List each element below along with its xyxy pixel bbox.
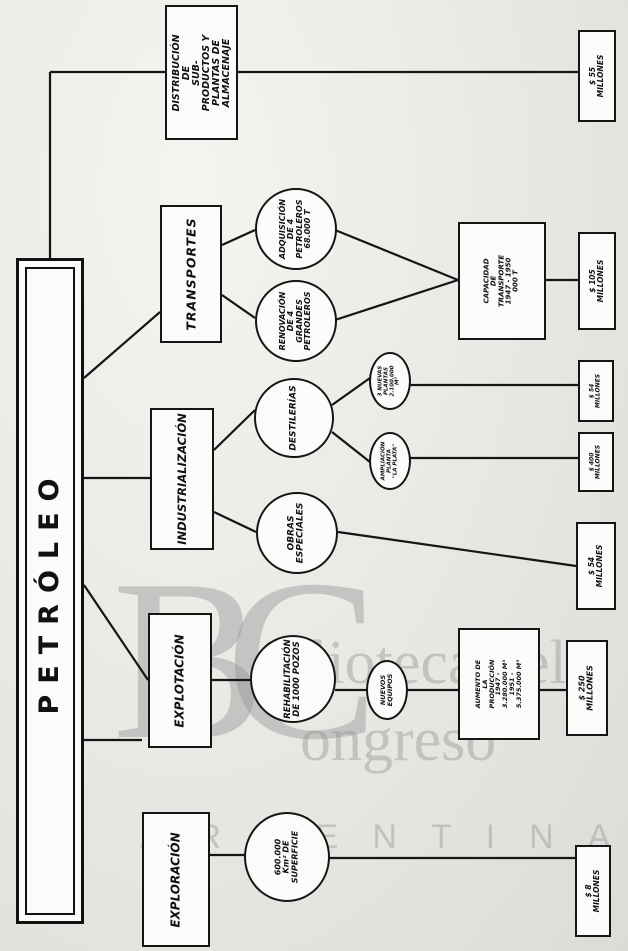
category-explotacion: EXPLOTACIÓN <box>148 613 212 748</box>
watermark-line3: ARGENTINA <box>140 818 628 856</box>
industrializacion-label: INDUSTRIALIZACIÓN <box>174 413 189 545</box>
amount-transportes: $ 105 MILLONES <box>578 232 616 330</box>
renovacion-label: RENOVACIÓN DE 4 GRANDES PETROLEROS <box>278 291 313 351</box>
node-capacidad: CAPACIDAD DE TRANSPORTE 1947 - 1950 000 … <box>458 222 546 340</box>
amount-ampliacion: $ 400 MILLONES <box>578 432 614 492</box>
amount-explotacion-label: $ 250 MILLONES <box>577 665 595 711</box>
node-nuevos-equipos: NUEVOS EQUIPOS <box>366 660 408 720</box>
exploracion-label: EXPLORACIÓN <box>168 831 183 928</box>
category-exploracion: EXPLORACIÓN <box>142 812 210 947</box>
node-destilerias: DESTILERÍAS <box>254 378 334 458</box>
node-rehabilitacion: REHABILITACIÓN DE 1000 POZOS <box>250 635 336 723</box>
node-ampliacion-planta: AMPLIACIÓN PLANTA "LA PLATA" <box>369 432 411 490</box>
superficie-label: 600.000 Km² DE SUPERFICIE <box>273 830 300 884</box>
category-transportes: TRANSPORTES <box>160 205 222 343</box>
page-title: PETRÓLEO <box>33 467 65 715</box>
amount-obras-especiales-label: $ 54 MILLONES <box>587 544 604 588</box>
adquisicion-label: ADQUISICIÓN DE 4 PETROLEROS 68.000 T <box>278 198 313 260</box>
obras-especiales-label: OBRAS ESPECIALES <box>286 502 306 564</box>
distribucion-label: DISTRIBUCIÓN DE SUB-PRODUCTOS Y PLANTAS … <box>170 33 232 112</box>
nuevos-equipos-label: NUEVOS EQUIPOS <box>379 673 394 707</box>
ampliacion-planta-label: AMPLIACIÓN PLANTA "LA PLATA" <box>380 441 398 481</box>
amount-explotacion: $ 250 MILLONES <box>566 640 608 736</box>
amount-distribucion: $ 55 MILLONES <box>578 30 616 122</box>
transportes-label: TRANSPORTES <box>183 217 199 331</box>
category-distribucion: DISTRIBUCIÓN DE SUB-PRODUCTOS Y PLANTAS … <box>165 5 238 140</box>
nuevas-plantas-label: 3 NUEVAS PLANTAS 2.100.000 M³ <box>377 365 401 397</box>
node-obras-especiales: OBRAS ESPECIALES <box>256 492 338 574</box>
petroleo-title-box: PETRÓLEO <box>16 258 84 924</box>
amount-nuevas-plantas-label: $ 54 MILLONES <box>588 373 602 409</box>
amount-distribucion-label: $ 55 MILLONES <box>588 54 605 98</box>
destilerias-label: DESTILERÍAS <box>288 385 299 451</box>
amount-obras-especiales: $ 54 MILLONES <box>576 522 616 610</box>
category-industrializacion: INDUSTRIALIZACIÓN <box>150 408 214 550</box>
node-nuevas-plantas: 3 NUEVAS PLANTAS 2.100.000 M³ <box>369 352 411 410</box>
capacidad-label: CAPACIDAD DE TRANSPORTE 1947 - 1950 000 … <box>482 254 521 308</box>
amount-exploracion: $ 8 MILLONES <box>575 845 611 937</box>
amount-exploracion-label: $ 8 MILLONES <box>584 869 601 913</box>
rehabilitacion-label: REHABILITACIÓN DE 1000 POZOS <box>283 639 302 719</box>
node-superficie: 600.000 Km² DE SUPERFICIE <box>244 812 330 902</box>
explotacion-label: EXPLOTACIÓN <box>172 633 187 728</box>
amount-ampliacion-label: $ 400 MILLONES <box>588 444 602 480</box>
node-adquisicion: ADQUISICIÓN DE 4 PETROLEROS 68.000 T <box>255 188 337 270</box>
node-aumento-produccion: AUMENTO DE LA PRODUCCIÓN 1947 - 3.280.00… <box>458 628 540 740</box>
aumento-produccion-label: AUMENTO DE LA PRODUCCIÓN 1947 - 3.280.00… <box>474 659 524 709</box>
amount-nuevas-plantas: $ 54 MILLONES <box>578 360 614 422</box>
node-renovacion: RENOVACIÓN DE 4 GRANDES PETROLEROS <box>255 280 337 362</box>
amount-transportes-label: $ 105 MILLONES <box>588 259 605 303</box>
